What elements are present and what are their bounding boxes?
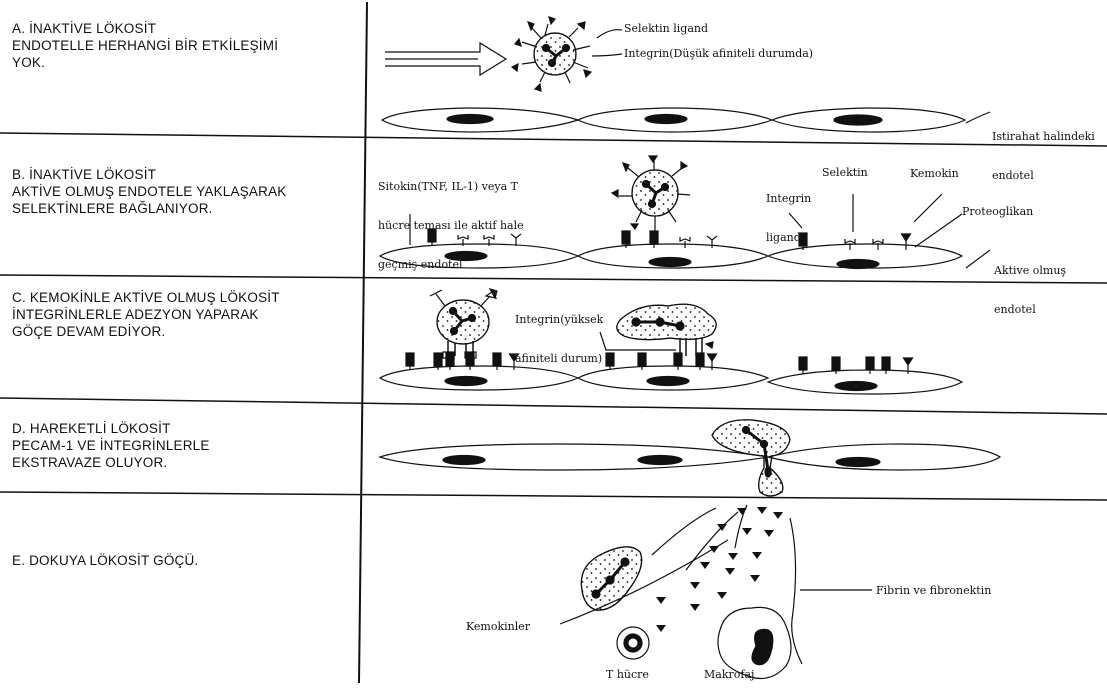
resting-endothelium	[382, 108, 965, 132]
t-cell-label: T hücre	[606, 668, 649, 681]
activated-endothelium-c	[380, 366, 962, 394]
cytokine-activated-label: Sitokin(TNF, IL-1) veya T hücre teması i…	[378, 154, 524, 284]
selectin-label: Selektin	[822, 166, 868, 179]
stage-d-drawing	[380, 420, 1000, 496]
transmigrating-leukocyte	[712, 420, 790, 496]
proteoglycan-pointer	[915, 214, 962, 247]
stage-a-title: A. İNAKTİVE LÖKOSİT ENDOTELLE HERHANGİ B…	[12, 20, 278, 71]
macrophage-label: Makrofaj	[704, 668, 754, 681]
activated-endothelium-label: Aktive olmuş endotel	[994, 238, 1066, 329]
stage-e-title: E. DOKUYA LÖKOSİT GÖÇÜ.	[12, 552, 198, 569]
stage-e-drawing	[560, 505, 872, 678]
selectin-ligand-label: Selektin ligand	[624, 22, 708, 35]
chemokine-gradient	[656, 507, 783, 632]
stage-b-title: B. İNAKTİVE LÖKOSİT AKTİVE OLMUŞ ENDOTEL…	[12, 166, 287, 217]
integrin-ligand-label: Integrin ligand	[766, 166, 811, 257]
hollow-arrow	[385, 43, 506, 75]
chemokine-pointer	[914, 194, 942, 222]
chemokine-label: Kemokin	[910, 167, 959, 180]
stage-c-drawing	[380, 289, 962, 394]
adhering-leukocyte-round	[430, 289, 497, 358]
stage-d-title: D. HAREKETLİ LÖKOSİT PECAM-1 VE İNTEGRİN…	[12, 420, 210, 471]
inactive-leukocyte	[512, 17, 591, 91]
activated-endothelium-pointer	[966, 250, 990, 268]
selectin-ligand-pointer	[597, 30, 622, 38]
chemokines-label: Kemokinler	[466, 620, 530, 633]
migrating-leukocyte	[581, 547, 641, 610]
stage-c-title: C. KEMOKİNLE AKTİVE OLMUŞ LÖKOSİT İNTEGR…	[12, 289, 280, 340]
resting-endothelium-label: Istirahat halindeki endotel	[992, 104, 1095, 195]
integrin-low-affinity-label: Integrin(Düşük afiniteli durumda)	[624, 47, 813, 60]
fibrin-label: Fibrin ve fibronektin	[876, 584, 991, 597]
integrin-high-affinity-label: Integrin(yüksek afiniteli durum)	[515, 287, 603, 378]
adhering-leukocyte-spread	[617, 304, 716, 356]
rolling-leukocyte	[612, 156, 690, 232]
t-cell	[617, 627, 649, 659]
proteoglycan-label: Proteoglikan	[962, 205, 1033, 218]
integrin-pointer	[592, 54, 622, 56]
resting-endothelium-pointer	[966, 112, 990, 123]
